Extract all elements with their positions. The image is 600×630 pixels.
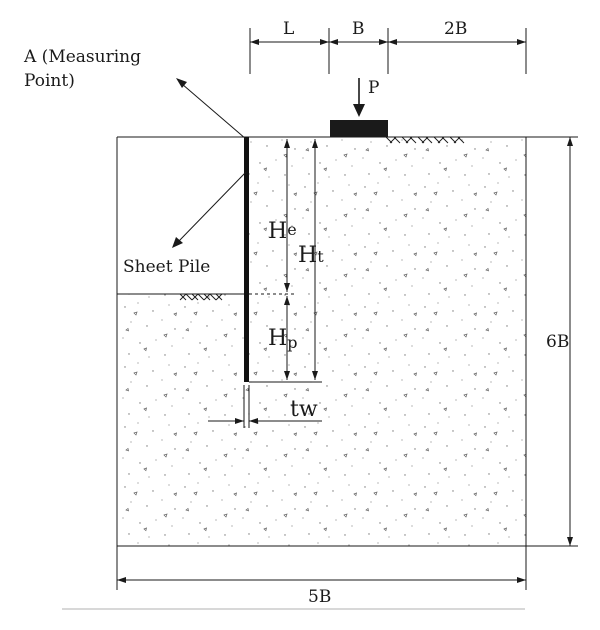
measuring-point-label: A (Measuring Point) [23, 47, 146, 91]
sheet-pile-label: Sheet Pile [123, 257, 210, 277]
sheet-pile-wall [244, 137, 249, 382]
ground-hatch-excavation [179, 293, 223, 301]
Ht-dimension [312, 139, 318, 380]
right-dimension-line [526, 136, 578, 547]
dim-B-label: B [352, 19, 365, 39]
Hp-dimension [249, 296, 322, 383]
dim-6B-label: 6B [546, 332, 569, 352]
Hp-label: Hp [268, 326, 297, 352]
top-dimension-line [249, 28, 527, 74]
footing [330, 120, 388, 137]
dim-5B-label: 5B [308, 587, 331, 607]
load-arrow [353, 78, 365, 117]
dim-2B-label: 2B [444, 19, 467, 39]
ground-hatch-footing [385, 136, 465, 144]
He-dimension [249, 139, 295, 295]
excavation-side-soil [117, 294, 247, 546]
soil-domain-outline [116, 136, 527, 547]
bottom-dimension-line [116, 546, 527, 590]
tw-label: tw [290, 397, 318, 422]
retained-soil [247, 137, 526, 546]
sheet-pile-leader [172, 171, 247, 248]
tw-dimension [208, 385, 322, 428]
Ht-label: Ht [298, 243, 324, 268]
dim-L-label: L [283, 19, 294, 39]
He-label: He [268, 219, 297, 244]
load-label: P [368, 78, 379, 98]
measuring-point-leader [176, 78, 247, 140]
